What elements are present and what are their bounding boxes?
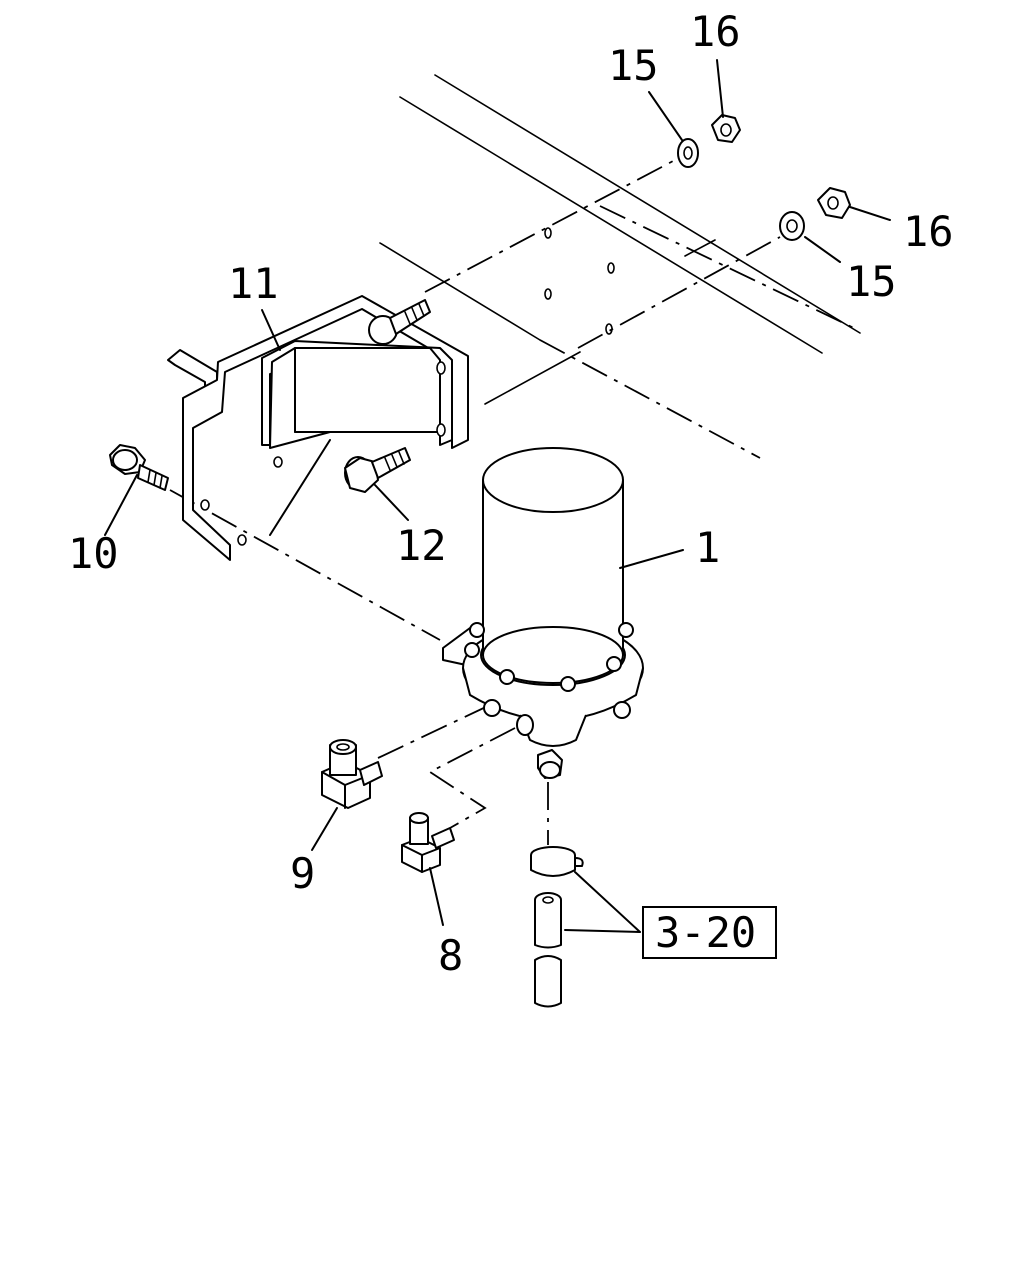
hose-segment <box>534 892 562 1008</box>
callout-11: 11 <box>228 259 279 308</box>
hose-clamp <box>530 846 584 877</box>
mounting-bracket <box>167 295 469 561</box>
air-dryer <box>442 447 644 779</box>
washer-15-right <box>779 211 805 241</box>
elbow-fitting-9 <box>321 739 383 809</box>
reference-label: 3-20 <box>655 908 756 957</box>
callout-12: 12 <box>396 521 447 570</box>
bolt-10 <box>109 444 169 491</box>
callout-15-right: 15 <box>846 257 897 306</box>
elbow-fitting-8 <box>401 812 455 873</box>
callout-16-top: 16 <box>690 7 741 56</box>
washer-15-top <box>677 138 699 168</box>
callout-10: 10 <box>68 529 119 578</box>
leader-lines <box>104 59 891 933</box>
nut-16-top <box>711 114 741 143</box>
frame-rail <box>379 74 861 459</box>
reference-box: 3-20 <box>642 906 777 959</box>
callout-9: 9 <box>290 849 315 898</box>
callout-1: 1 <box>695 523 720 572</box>
assembly-lines <box>169 159 859 845</box>
bolt-12 <box>344 447 411 493</box>
callout-15-top: 15 <box>608 41 659 90</box>
nut-16-right <box>817 187 851 219</box>
callout-8: 8 <box>438 931 463 980</box>
callout-16-right: 16 <box>903 207 954 256</box>
bolt-upper <box>368 299 431 345</box>
